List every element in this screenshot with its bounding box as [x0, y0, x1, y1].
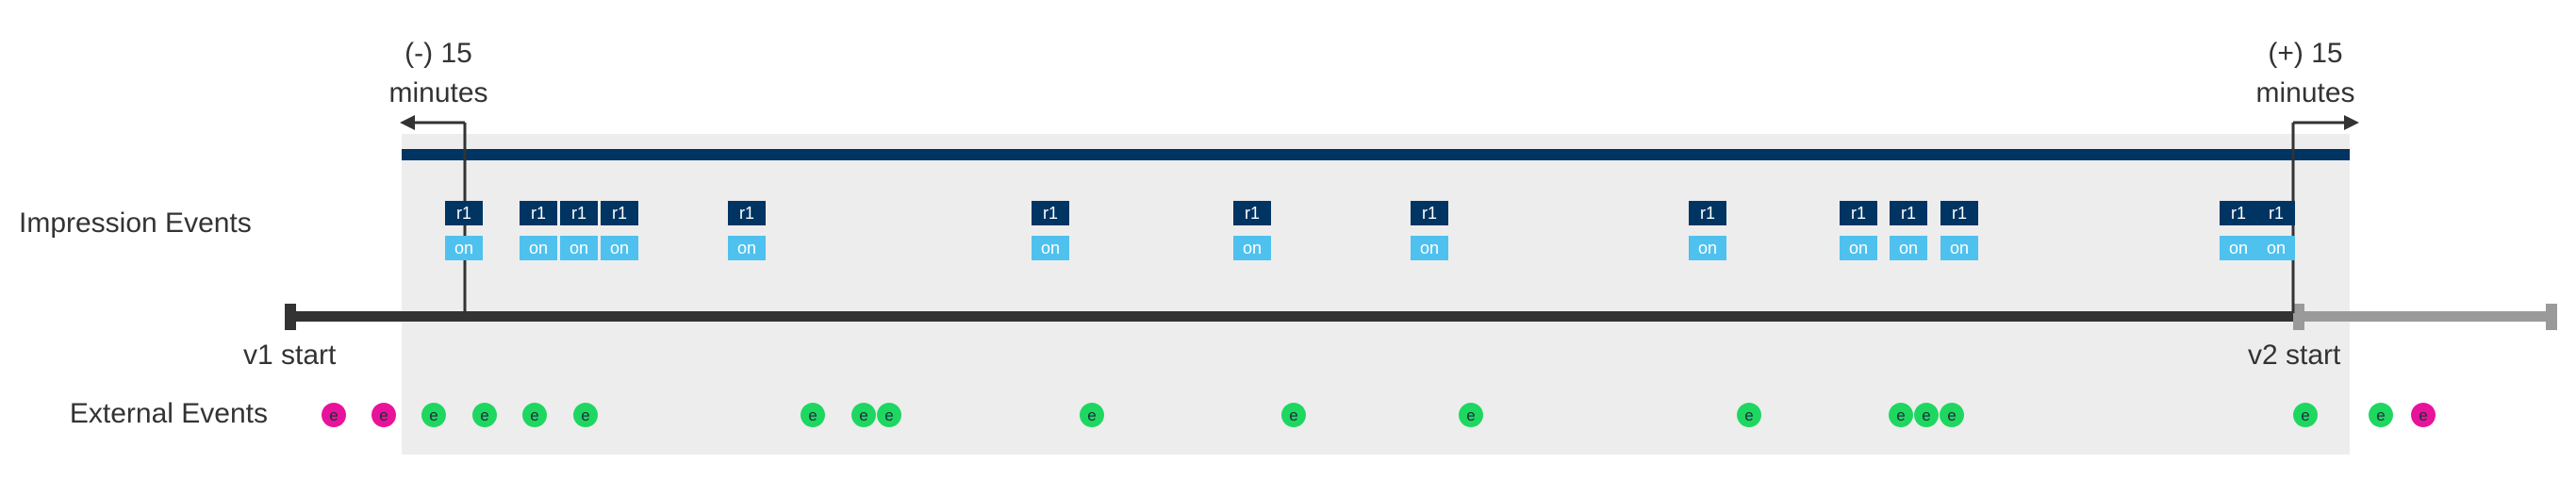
impression-r1-box: r1 [1940, 201, 1978, 225]
impression-on-box: on [728, 236, 766, 260]
external-event-in-window: e [421, 403, 446, 427]
impression-r1-box: r1 [728, 201, 766, 225]
external-event-in-window: e [1281, 403, 1306, 427]
impression-r1-box: r1 [2220, 201, 2257, 225]
impression-on-box: on [560, 236, 598, 260]
impression-on-box: on [1940, 236, 1978, 260]
impression-on-box: on [601, 236, 638, 260]
impression-r1-box: r1 [1689, 201, 1726, 225]
timeline-v1-start-cap [285, 304, 296, 330]
impression-on-box: on [1840, 236, 1877, 260]
impression-r1-box: r1 [1840, 201, 1877, 225]
external-event-in-window: e [1080, 403, 1104, 427]
external-event-in-window: e [1940, 403, 1964, 427]
impression-on-box: on [445, 236, 483, 260]
external-event-in-window: e [2293, 403, 2318, 427]
plus-window-label: (+) 15 minutes [2255, 38, 2355, 108]
timeline-v1 [290, 311, 2293, 322]
timeline-v2 [2293, 311, 2555, 322]
impression-r1-box: r1 [1411, 201, 1448, 225]
external-event-in-window: e [1889, 403, 1913, 427]
impression-on-box: on [1890, 236, 1927, 260]
impression-on-box: on [1411, 236, 1448, 260]
impression-r1-box: r1 [520, 201, 557, 225]
external-event-in-window: e [1459, 403, 1483, 427]
external-event-in-window: e [877, 403, 901, 427]
external-event-out-window: e [2411, 403, 2436, 427]
minus-window-label: (-) 15 minutes [388, 38, 488, 108]
impression-r1-box: r1 [1032, 201, 1069, 225]
impression-events-label: Impression Events [19, 207, 252, 239]
external-event-in-window: e [573, 403, 598, 427]
impression-r1-box: r1 [1233, 201, 1271, 225]
external-event-in-window: e [801, 403, 825, 427]
external-event-in-window: e [472, 403, 497, 427]
impression-on-box: on [2220, 236, 2257, 260]
external-event-in-window: e [851, 403, 876, 427]
v1-start-label: v1 start [243, 340, 337, 371]
external-event-out-window: e [372, 403, 396, 427]
impression-on-box: on [1689, 236, 1726, 260]
external-event-in-window: e [522, 403, 547, 427]
attribution-window-top-bar [402, 149, 2350, 160]
external-event-in-window: e [2369, 403, 2393, 427]
plus-window-arrowhead [2344, 115, 2359, 130]
external-event-out-window: e [322, 403, 346, 427]
impression-r1-box: r1 [601, 201, 638, 225]
timeline-v2-end-cap [2546, 304, 2557, 330]
impression-on-box: on [1233, 236, 1271, 260]
impression-r1-box: r1 [445, 201, 483, 225]
impression-on-box: on [520, 236, 557, 260]
external-event-in-window: e [1737, 403, 1761, 427]
v2-start-label: v2 start [2248, 340, 2341, 371]
impression-on-box: on [2257, 236, 2295, 260]
timeline-v2-start-cap [2293, 304, 2304, 330]
impression-on-box: on [1032, 236, 1069, 260]
impression-r1-box: r1 [2257, 201, 2295, 225]
attribution-window-region [402, 134, 2350, 455]
impression-r1-box: r1 [1890, 201, 1927, 225]
external-events-label: External Events [69, 398, 268, 429]
external-event-in-window: e [1914, 403, 1939, 427]
minus-window-arrowhead [400, 115, 415, 130]
impression-r1-box: r1 [560, 201, 598, 225]
